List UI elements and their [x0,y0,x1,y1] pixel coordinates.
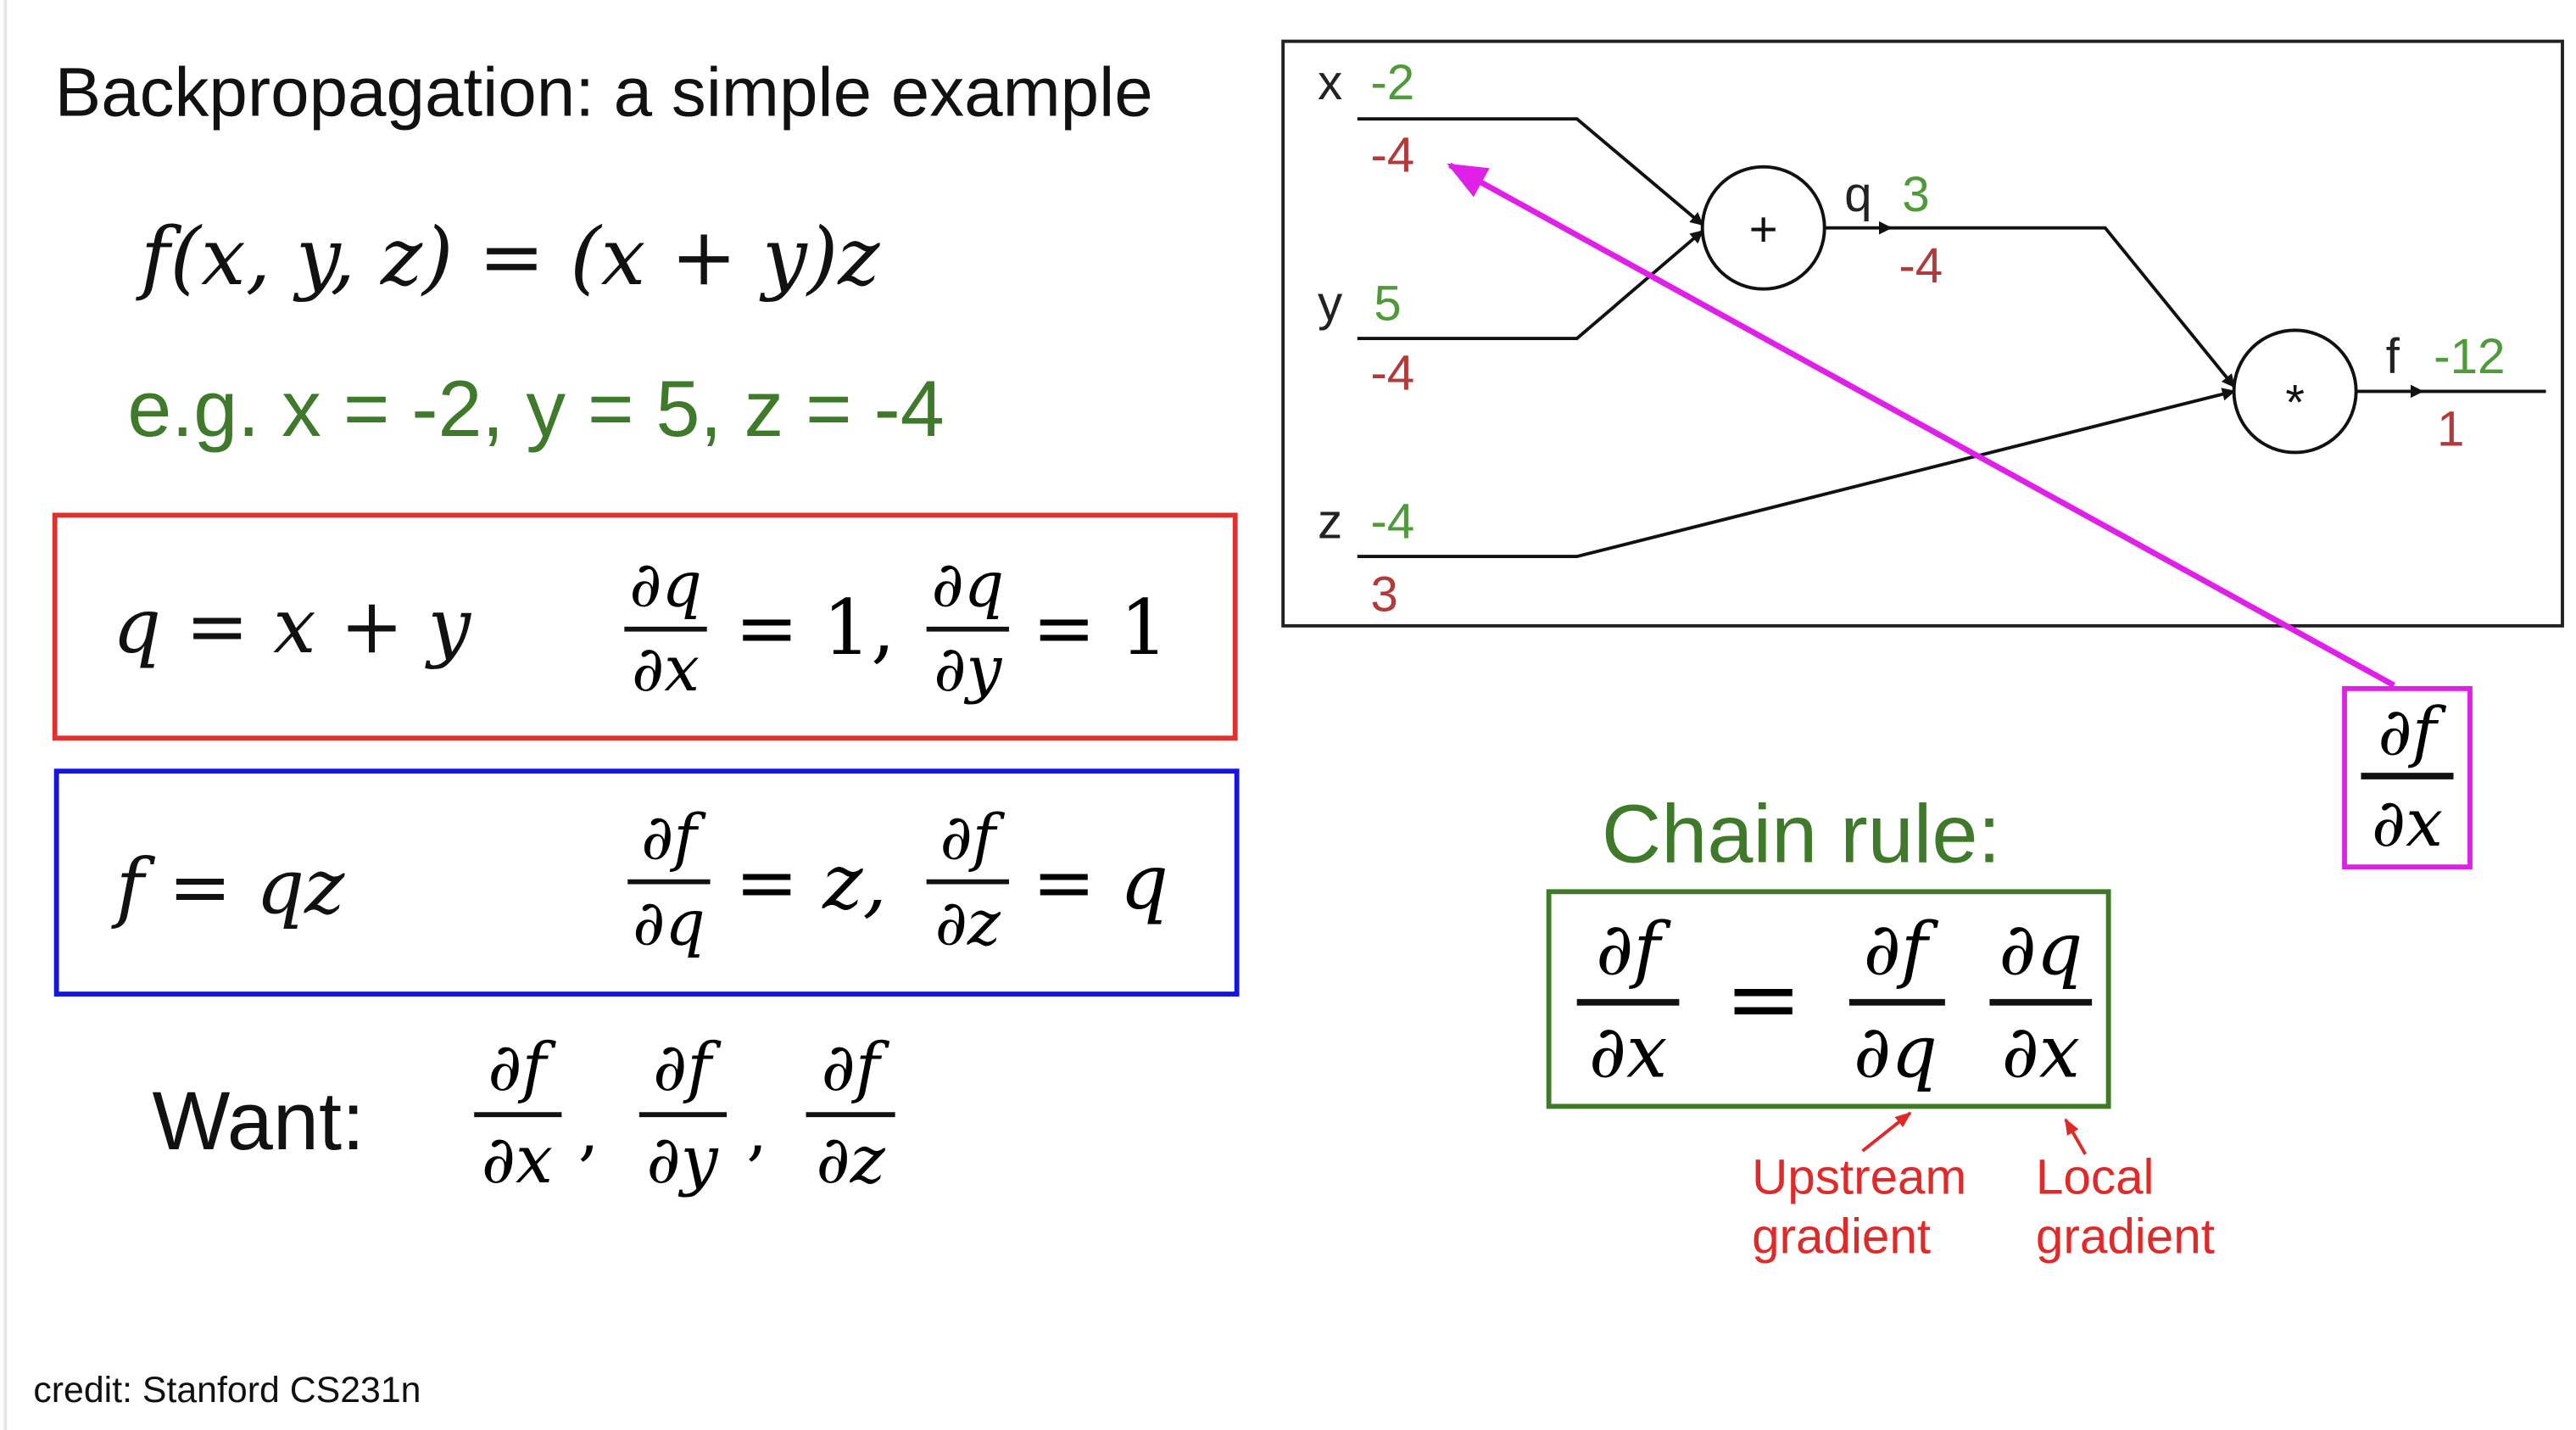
input-x-value: -2 [1370,55,1414,110]
df-dq-fraction: ∂f ∂q [627,801,711,960]
denominator: ∂x [2372,785,2443,862]
q-equation: q = x + y [113,583,472,671]
denominator: ∂x [632,633,700,706]
input-x-name: x [1318,55,1342,110]
denominator: ∂x [1589,1009,1668,1094]
lhs-fraction: ∂f ∂x [1576,908,1680,1094]
q-gradient: -4 [1899,238,1943,293]
edge-y [1357,230,1704,341]
numerator: ∂f [653,1030,722,1106]
denominator: ∂q [1854,1009,1938,1094]
numerator: ∂f [1596,908,1671,992]
f-name: f [2386,329,2400,384]
upstream-label: Upstream [1752,1150,1966,1205]
dq-dy-fraction: ∂q ∂y [926,549,1009,706]
local-fraction: ∂q ∂x [1989,908,2093,1094]
q-name: q [1844,167,1871,222]
input-z-value: -4 [1370,494,1414,550]
edge-q [1887,226,2236,388]
example-values: e.g. x = -2, y = 5, z = -4 [127,364,944,453]
numerator: ∂q [1999,908,2083,992]
add-node [1700,165,1826,291]
local-label: Local [2036,1150,2155,1205]
numerator: ∂f [641,801,706,874]
dq-dx-fraction: ∂q ∂x [624,549,707,706]
denominator: ∂y [934,633,1002,706]
equals-z: = z, [735,839,887,927]
equals-sign: = [1725,945,1802,1053]
comma: , [578,1092,599,1169]
local-label-2: gradient [2036,1209,2215,1265]
denominator: ∂y [646,1122,718,1198]
edge-x [1357,117,1704,226]
magenta-arrow [1447,162,2396,688]
f-equation: f = qz [111,844,345,932]
edge-z [1357,388,2236,559]
numerator: ∂f [1863,908,1938,992]
denominator: ∂x [2001,1009,2080,1094]
input-y-gradient: -4 [1370,345,1414,400]
upstream-arrow [1861,1111,1912,1153]
denominator: ∂z [935,887,1001,960]
want-row: Want: ∂f ∂x , ∂f ∂y , ∂f ∂z [153,1030,895,1198]
f-value: -12 [2434,329,2505,384]
local-arrow [2064,1118,2088,1155]
comma: , [746,1092,767,1169]
mul-node-label: * [2285,376,2305,431]
add-node-label: + [1749,202,1778,257]
numerator: ∂q [932,549,1005,622]
denominator: ∂x [482,1122,553,1198]
denominator: ∂z [816,1122,885,1198]
df-dz-fraction: ∂f ∂z [806,1030,895,1198]
upstream-fraction: ∂f ∂q [1848,908,1945,1094]
df-dz-fraction: ∂f ∂z [926,801,1009,960]
slide-title: Backpropagation: a simple example [55,53,1153,131]
want-label: Want: [153,1075,365,1167]
f-gradient: 1 [2437,402,2464,457]
chain-rule-box: ∂f ∂x = ∂f ∂q ∂q ∂x [1546,889,2111,1109]
input-y-value: 5 [1374,277,1401,332]
df-dx-fraction: ∂f ∂x [474,1030,562,1198]
equals-q: = q [1032,839,1168,927]
numerator: ∂q [629,549,702,622]
input-x-gradient: -4 [1370,127,1414,182]
mul-gate-box: f = qz ∂f ∂q = z, ∂f ∂z = q [53,768,1240,997]
function-definition: f(x, y, z) = (x + y)z [136,211,880,304]
numerator: ∂f [822,1030,890,1106]
equals-one: = 1 [1032,584,1168,673]
upstream-label-2: gradient [1752,1209,1931,1265]
mul-node [2232,328,2358,455]
q-value: 3 [1902,167,1929,222]
add-gate-box: q = x + y ∂q ∂x = 1, ∂q ∂y = 1 [52,512,1238,741]
input-y-name: y [1318,277,1343,332]
denominator: ∂q [633,887,705,960]
numerator: ∂f [940,801,1005,874]
df-dy-fraction: ∂f ∂y [638,1030,728,1198]
input-z-name: z [1318,494,1342,550]
numerator: ∂f [488,1030,556,1106]
chain-rule-title: Chain rule: [1602,787,2001,880]
input-z-gradient: 3 [1370,567,1397,622]
df-dx-highlight: ∂f ∂x [2342,685,2473,870]
equals-one: = 1, [735,584,895,673]
numerator: ∂f [2378,695,2446,771]
computational-graph: + * x -2 -4 y 5 -4 z -4 3 q 3 -4 f -12 1 [1281,39,2564,628]
credit: credit: Stanford CS231n [33,1370,421,1410]
